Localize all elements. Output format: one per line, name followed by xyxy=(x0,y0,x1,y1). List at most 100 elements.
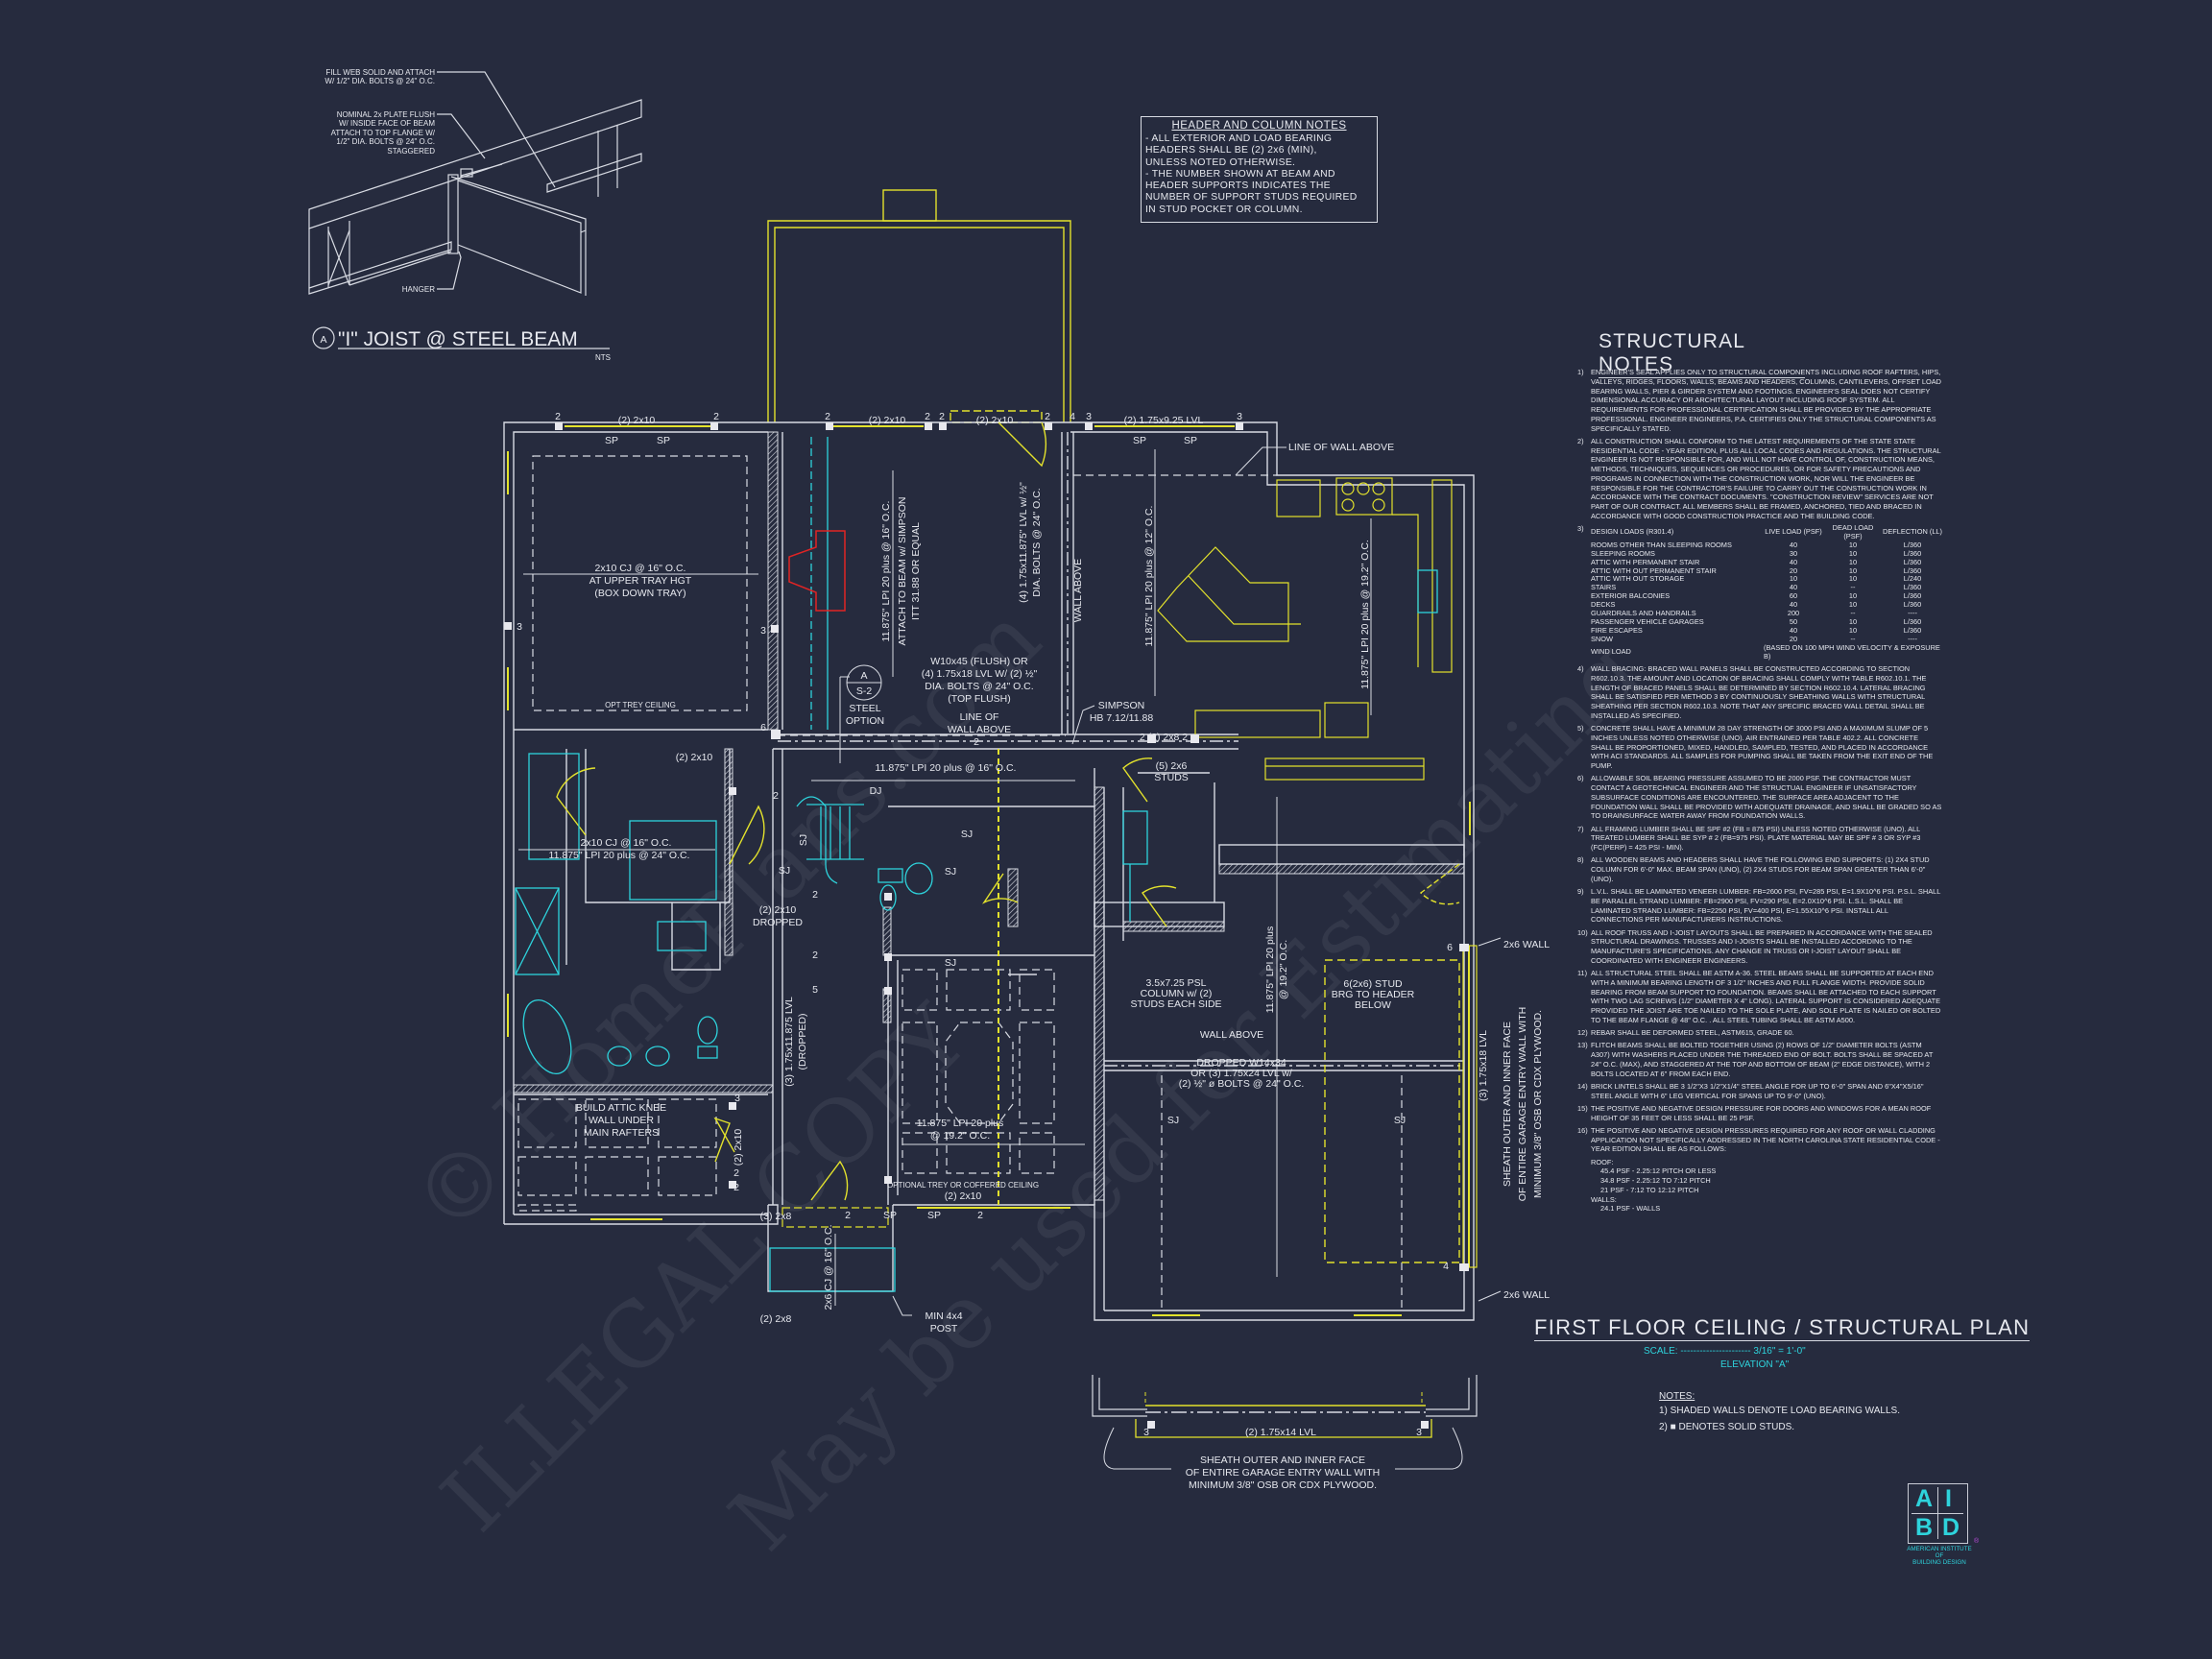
joist-tag: SJ xyxy=(779,865,790,877)
steel-option-label: STEEL xyxy=(849,703,880,714)
structural-note: 13)FLITCH BEAMS SHALL BE BOLTED TOGETHER… xyxy=(1577,1041,1942,1078)
stud-count: 3 xyxy=(1416,1427,1422,1438)
aibd-logo: A I B D xyxy=(1908,1483,1968,1544)
joist-label: 2x10 CJ @ 16" O.C. xyxy=(581,837,672,849)
header-note-line: IN STUD POCKET OR COLUMN. xyxy=(1145,204,1303,215)
joist-label: (BOX DOWN TRAY) xyxy=(594,588,685,599)
table-cell: ATTIC WITH OUT PERMANENT STAIR xyxy=(1591,565,1717,575)
pressure-value: 34.8 PSF - 2.25:12 TO 7:12 PITCH xyxy=(1600,1176,1711,1185)
studs-note: (5) 2x6 xyxy=(1156,760,1188,772)
stud-count: 2 xyxy=(925,411,930,422)
joist-tag: SJ xyxy=(1394,1115,1406,1126)
column-note: COLUMN w/ (2) xyxy=(1141,988,1213,999)
note-number: 7) xyxy=(1577,824,1584,833)
note-text: BRICK LINTELS SHALL BE 3 1/2"x3 1/2"x1/4… xyxy=(1591,1081,1924,1100)
beam-label: (2) 1.75x14 LVL xyxy=(1245,1427,1316,1438)
header-label: (2) 2x8 xyxy=(760,1313,792,1325)
table-cell: SLEEPING ROOMS xyxy=(1591,548,1655,558)
plan-scale: SCALE: ---------------------- 3/16" = 1'… xyxy=(1644,1346,1806,1357)
note-number: 12) xyxy=(1577,1028,1588,1037)
stud-count: 3 xyxy=(1237,411,1242,422)
logo-caption: AMERICAN INSTITUTE xyxy=(1907,1546,1972,1552)
structural-note: 15)THE POSITIVE AND NEGATIVE DESIGN PRES… xyxy=(1577,1104,1942,1123)
stud-count: 2 xyxy=(825,411,830,422)
beam-label: DIA. BOLTS @ 24" O.C. xyxy=(1031,488,1043,596)
stud-count: 3 xyxy=(1143,1427,1149,1438)
load-bearing-walls xyxy=(513,431,1465,1201)
header-label: (2) 2x10 xyxy=(676,752,713,763)
header-label: (2) 2x10 xyxy=(869,415,906,426)
callout-text: NOMINAL 2x PLATE FLUSH xyxy=(337,110,435,119)
joist-label: @ 19.2" O.C. xyxy=(1278,940,1289,999)
stud-count: 3 xyxy=(517,621,522,633)
plumbing-fixtures xyxy=(515,437,1438,1292)
table-cell: L/360 xyxy=(1903,591,1922,601)
post-note: MIN 4x4 xyxy=(925,1310,962,1322)
plan-note: 2) ■ DENOTES SOLID STUDS. xyxy=(1659,1422,1795,1432)
logo-caption: OF xyxy=(1935,1552,1944,1559)
logo-letter: D xyxy=(1942,1514,1960,1541)
stud-count: 3 xyxy=(760,625,766,637)
note-text: ENGINEER'S SEAL APPLIES ONLY TO STRUCTUR… xyxy=(1591,368,1941,433)
table-cell: -- xyxy=(1850,609,1856,618)
table-cell: L/240 xyxy=(1903,574,1922,584)
detail-a-marker: A xyxy=(320,334,326,346)
detail-reference-sheet[interactable]: S-2 xyxy=(856,685,873,697)
callout-text: HANGER xyxy=(402,285,435,294)
wall-note: 2x6 WALL xyxy=(1503,939,1550,950)
logo-letter: B xyxy=(1915,1514,1934,1541)
table-cell: 10 xyxy=(1848,600,1858,610)
detail-reference[interactable]: A xyxy=(860,670,867,682)
beam-label: (2) ½" ø BOLTS @ 24" O.C. xyxy=(1179,1078,1305,1090)
table-cell: SNOW xyxy=(1591,634,1613,643)
note-text: THE POSITIVE AND NEGATIVE DESIGN PRESSUR… xyxy=(1591,1125,1940,1154)
stud-count: 4 xyxy=(1070,411,1075,422)
stud-count: 2 xyxy=(845,1210,851,1221)
column-header: DEFLECTION (LL) xyxy=(1883,527,1943,537)
stud-count: 2 xyxy=(977,1210,983,1221)
wall-above-note: LINE OF WALL ABOVE xyxy=(1288,442,1394,453)
table-cell: 60 xyxy=(1789,591,1798,601)
sheathing-note: OF ENTIRE GARAGE ENTRY WALL WITH xyxy=(1517,1007,1528,1201)
header-label: (2) 2x10 xyxy=(976,415,1014,426)
wall-note: 2x6 WALL xyxy=(1503,1289,1550,1301)
split-label: SP xyxy=(927,1210,941,1221)
beam-label: DROPPED W14x34 xyxy=(1196,1057,1286,1069)
wall-above-note: WALL ABOVE xyxy=(948,724,1011,735)
bay-extension xyxy=(767,189,1071,423)
table-cell: ATTIC WITH OUT STORAGE xyxy=(1591,574,1685,584)
header-label: (2) 2x10 xyxy=(759,904,797,916)
table-cell: -- xyxy=(1850,583,1856,592)
note-number: 6) xyxy=(1577,774,1584,783)
table-cell: 10 xyxy=(1848,557,1858,566)
garage-entry-wall-detail xyxy=(1092,1375,1478,1470)
table-cell: 10 xyxy=(1848,548,1858,558)
table-cell: L/360 xyxy=(1903,625,1922,635)
table-cell: 10 xyxy=(1848,574,1858,584)
floor-plan xyxy=(503,189,1502,1470)
note-text: CONCRETE SHALL HAVE A MINIMUM 28 DAY STR… xyxy=(1591,724,1934,770)
registered-mark: ® xyxy=(1974,1538,1980,1545)
header-label: DROPPED xyxy=(753,917,803,928)
note-number: 9) xyxy=(1577,887,1584,896)
note-number: 8) xyxy=(1577,855,1584,865)
table-cell: 30 xyxy=(1789,548,1798,558)
structural-note: 10)ALL ROOF TRUSS AND I-JOIST LAYOUTS SH… xyxy=(1577,928,1942,966)
stud-count: 2 xyxy=(812,889,818,901)
joist-label: 11.875" LPI 20 plus @ 12" O.C. xyxy=(1143,506,1155,647)
structural-note: 11)ALL STRUCTURAL STEEL SHALL BE ASTM A-… xyxy=(1577,969,1942,1025)
header-label: 2 (2) 2x8 2 xyxy=(1140,732,1188,743)
table-cell: 20 xyxy=(1789,634,1798,643)
structural-note: 16)THE POSITIVE AND NEGATIVE DESIGN PRES… xyxy=(1577,1126,1942,1154)
note-number: 11) xyxy=(1577,969,1588,977)
stud-count: 2 xyxy=(773,790,779,802)
note-text: WALL BRACING: BRACED WALL PANELS SHALL B… xyxy=(1591,664,1927,720)
table-cell: 20 xyxy=(1789,565,1798,575)
structural-note: 8)ALL WOODEN BEAMS AND HEADERS SHALL HAV… xyxy=(1577,855,1942,883)
stud-count: 6 xyxy=(760,722,766,733)
